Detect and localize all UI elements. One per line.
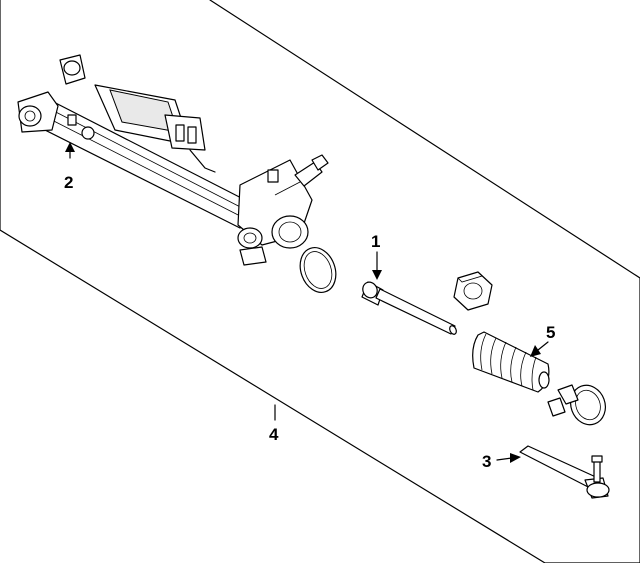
boot-clamp [547, 384, 606, 426]
callout-1: 1 [371, 232, 380, 251]
steering-boot [472, 331, 550, 393]
callout-3: 3 [482, 452, 491, 471]
inner-tie-rod [361, 281, 457, 335]
steering-rack-housing [17, 54, 329, 266]
o-ring-seal [299, 247, 337, 293]
callout-5: 5 [546, 323, 555, 342]
outer-tie-rod-end [519, 445, 610, 499]
callout-4: 4 [269, 425, 279, 444]
callout-2: 2 [64, 173, 73, 192]
leader-lines [65, 142, 549, 463]
jam-nut [453, 271, 493, 311]
